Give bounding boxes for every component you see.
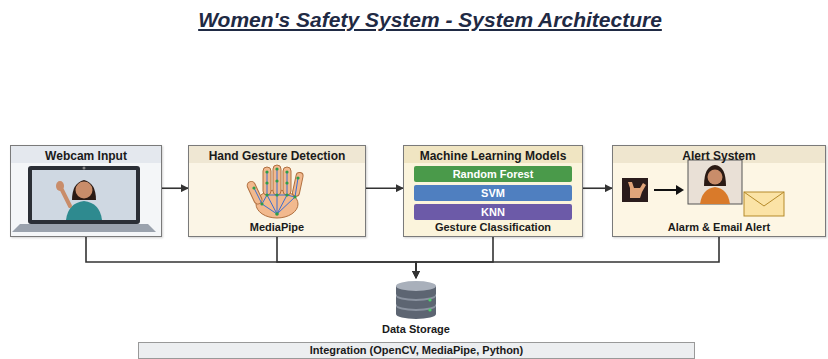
box-fill — [10, 145, 162, 237]
flow-arrow — [416, 237, 719, 278]
process-box: Machine Learning ModelsGesture Classific… — [403, 145, 583, 237]
flow-arrow — [277, 237, 416, 278]
box-label: Integration (OpenCV, MediaPipe, Python) — [139, 343, 694, 358]
box-fill — [612, 145, 826, 237]
box-caption: Data Storage — [366, 322, 466, 336]
header-band — [10, 145, 162, 163]
model-bar: SVM — [414, 185, 572, 201]
box-heading: Alert System — [613, 149, 825, 163]
diagram-title: Women's Safety System - System Architect… — [40, 8, 820, 32]
flow-arrow — [583, 187, 612, 189]
input-box: Webcam Input — [10, 145, 162, 237]
flow-arrow — [162, 187, 188, 189]
storage-node: Data Storage — [366, 278, 466, 338]
flow-arrow — [366, 187, 403, 189]
header-band — [612, 145, 826, 163]
box-heading: Hand Gesture Detection — [189, 149, 365, 163]
process-box: Hand Gesture DetectionMediaPipe — [188, 145, 366, 237]
box-label: Random Forest — [414, 166, 572, 182]
flow-arrow — [86, 237, 416, 278]
box-caption: MediaPipe — [189, 220, 365, 234]
box-fill — [188, 145, 366, 237]
box-fill — [403, 145, 583, 237]
box-heading: Webcam Input — [11, 149, 161, 163]
alert-illustration — [622, 160, 784, 216]
model-bar: KNN — [414, 204, 572, 220]
header-band — [403, 145, 583, 163]
laptop-illustration — [12, 166, 156, 232]
band-fill — [138, 342, 695, 359]
hand-illustration — [246, 165, 304, 218]
model-bar: Random Forest — [414, 166, 572, 182]
box-label: KNN — [414, 204, 572, 220]
box-caption: Alarm & Email Alert — [613, 220, 825, 234]
box-heading: Machine Learning Models — [404, 149, 582, 163]
header-band — [188, 145, 366, 163]
database-icon — [396, 281, 436, 319]
box-caption: Gesture Classification — [404, 220, 582, 234]
output-box: Alert SystemAlarm & Email Alert — [612, 145, 826, 237]
flow-arrow — [416, 237, 493, 278]
integration-band: Integration (OpenCV, MediaPipe, Python) — [138, 342, 695, 359]
box-label: SVM — [414, 185, 572, 201]
